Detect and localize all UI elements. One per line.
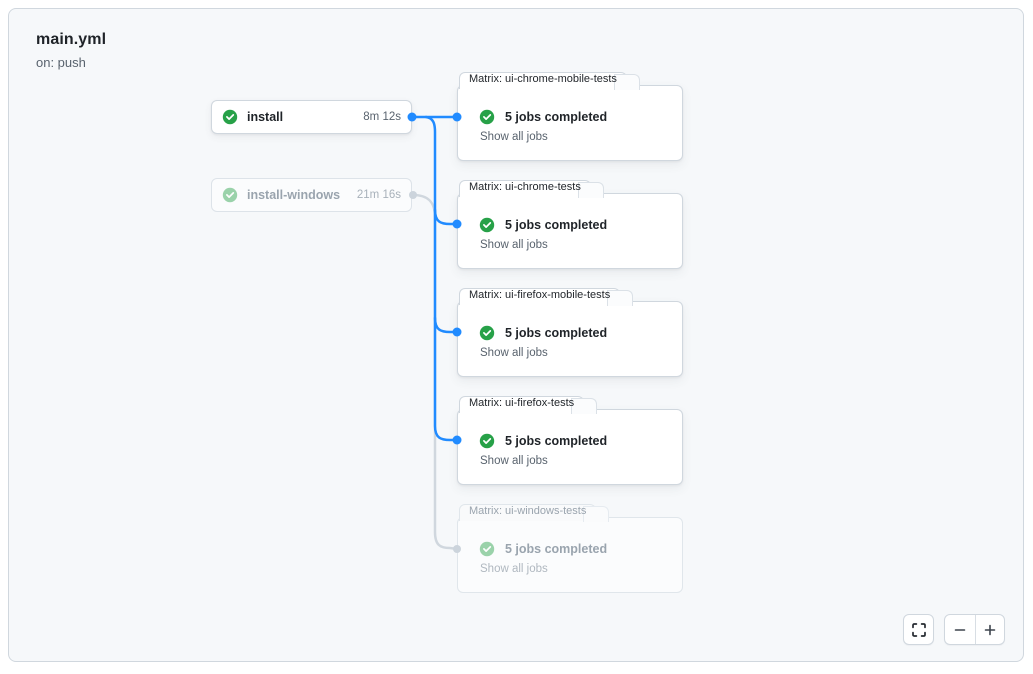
show-all-jobs-link[interactable]: Show all jobs [480,455,548,467]
fit-to-view-button[interactable] [903,614,934,645]
show-all-jobs-link[interactable]: Show all jobs [480,347,548,359]
zoom-button-group [944,614,1005,645]
workflow-title: main.yml [36,31,107,48]
check-circle-icon [479,541,495,557]
workflow-canvas: main.yml on: push install 8m 12s [8,8,1024,662]
job-node-install[interactable]: install 8m 12s [211,100,412,134]
check-circle-icon [479,217,495,233]
check-circle-icon [222,187,238,203]
matrix-node-ui-firefox-tests[interactable]: Matrix: ui-firefox-tests 5 jobs complete… [457,396,683,485]
matrix-card[interactable] [457,301,683,377]
plus-icon [984,624,996,635]
matrix-summary: 5 jobs completed [505,542,608,556]
zoom-out-button[interactable] [945,615,975,644]
show-all-jobs-link[interactable]: Show all jobs [480,563,548,575]
minus-icon [954,628,966,631]
matrix-summary: 5 jobs completed [505,218,608,232]
job-label: install [247,110,284,124]
matrix-node-ui-firefox-mobile-tests[interactable]: Matrix: ui-firefox-mobile-tests 5 jobs c… [457,288,683,377]
matrix-tab: Matrix: ui-firefox-mobile-tests [459,288,634,306]
matrix-summary: 5 jobs completed [505,326,608,340]
job-node-install-windows[interactable]: install-windows 21m 16s [211,178,412,212]
matrix-tab: Matrix: ui-chrome-mobile-tests [459,72,640,90]
check-circle-icon [479,109,495,125]
workflow-trigger: on: push [36,55,86,70]
matrix-node-ui-chrome-tests[interactable]: Matrix: ui-chrome-tests 5 jobs completed… [457,180,683,269]
show-all-jobs-link[interactable]: Show all jobs [480,239,548,251]
matrix-tab: Matrix: ui-chrome-tests [459,180,604,198]
matrix-summary: 5 jobs completed [505,110,608,124]
job-label: install-windows [247,188,341,202]
matrix-card[interactable] [457,517,683,593]
workflow-header: main.yml on: push [36,31,106,70]
matrix-node-ui-chrome-mobile-tests[interactable]: Matrix: ui-chrome-mobile-tests 5 jobs co… [457,72,683,161]
zoom-in-button[interactable] [974,615,1005,644]
check-circle-icon [222,109,238,125]
check-circle-icon [479,433,495,449]
job-duration: 21m 16s [356,189,401,201]
show-all-jobs-link[interactable]: Show all jobs [480,131,548,143]
job-duration: 8m 12s [363,111,401,123]
matrix-node-ui-windows-tests[interactable]: Matrix: ui-windows-tests 5 jobs complete… [457,504,683,593]
matrix-summary: 5 jobs completed [505,434,608,448]
matrix-tab: Matrix: ui-windows-tests [459,504,610,522]
matrix-tab: Matrix: ui-firefox-tests [459,396,598,414]
screen-full-icon [911,622,926,637]
check-circle-icon [479,325,495,341]
